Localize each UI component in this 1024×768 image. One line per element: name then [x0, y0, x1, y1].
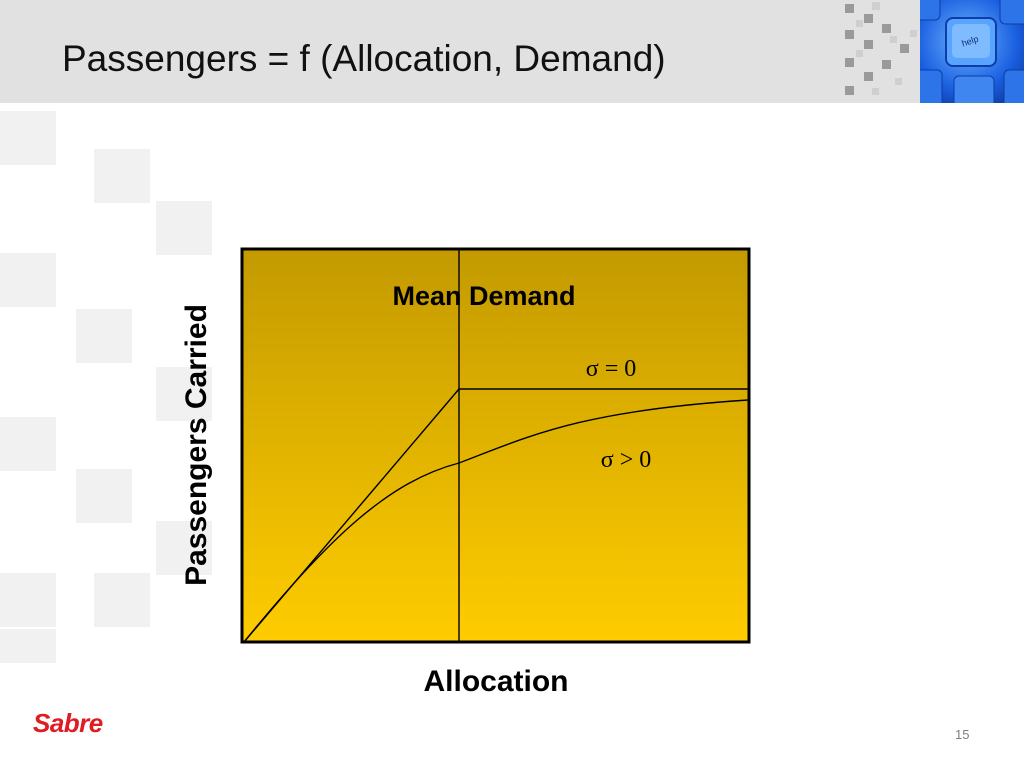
x-axis-label: Allocation — [423, 665, 569, 698]
sigma-zero-label: σ = 0 — [586, 356, 636, 382]
slide-title: Passengers = f (Allocation, Demand) — [62, 38, 666, 79]
background-squares-icon — [0, 111, 212, 663]
sabre-logo: Sabre — [33, 708, 103, 738]
allocation-demand-diagram: Mean Demand σ = 0 σ > 0 — [240, 247, 751, 644]
y-axis-label-text: Passengers Carried — [180, 304, 213, 586]
diagram-panel — [240, 247, 751, 644]
page-number: 15 — [955, 727, 970, 742]
sigma-positive-curve — [243, 399, 749, 643]
slide-header — [0, 0, 1024, 103]
keyboard-help-photo-icon: help — [920, 0, 1024, 103]
sigma-zero-curve — [243, 388, 749, 643]
mean-demand-label: Mean Demand — [392, 281, 575, 311]
sigma-positive-label: σ > 0 — [601, 447, 651, 473]
arrow-squares-decoration-icon — [845, 2, 917, 95]
